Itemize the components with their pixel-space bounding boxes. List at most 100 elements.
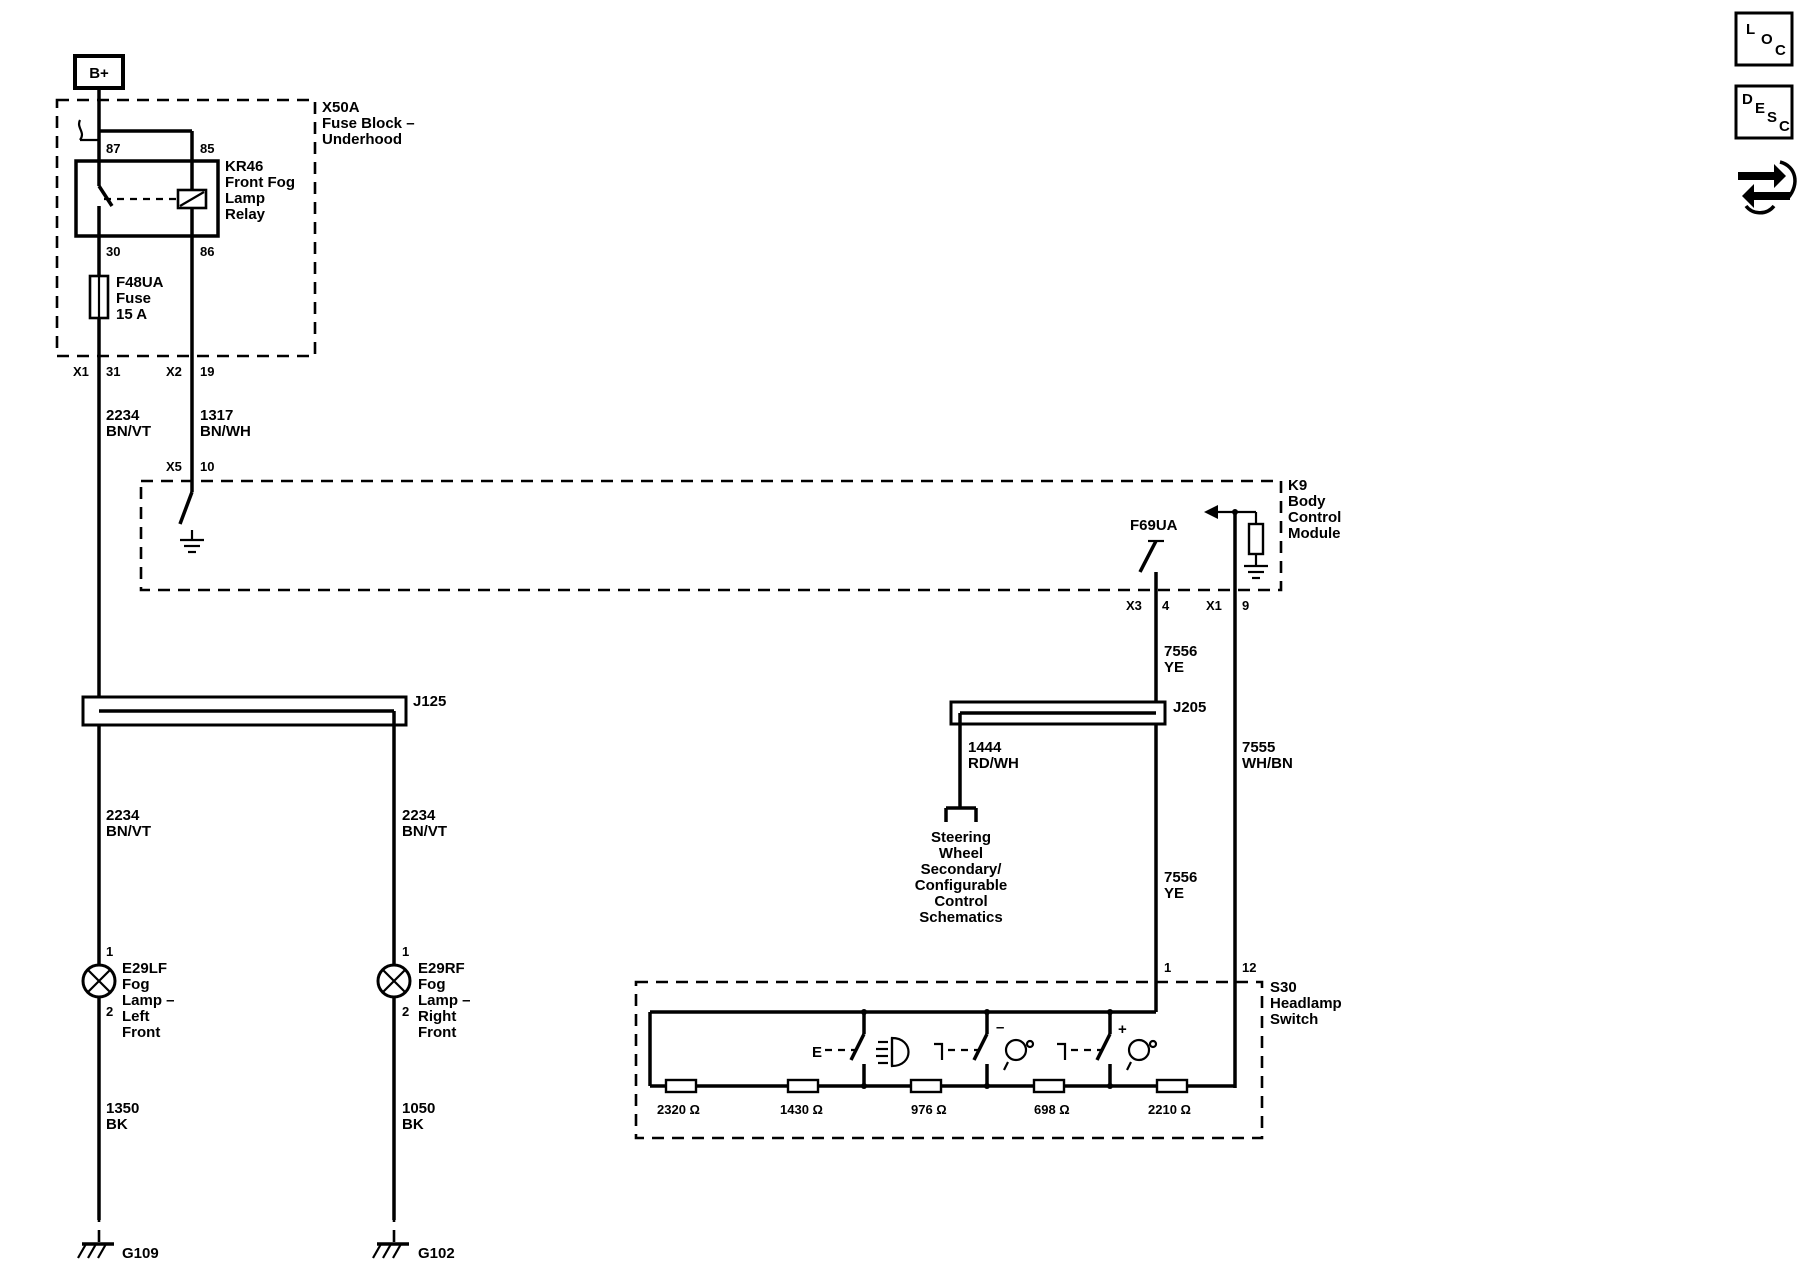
fuse-block-connector-label: X50A — [322, 99, 360, 116]
svg-text:C: C — [1775, 42, 1786, 59]
svg-text:C: C — [1779, 118, 1790, 135]
wire-1050-circuit: 1050 — [402, 1100, 435, 1117]
steering-wheel-reference: Steering Wheel Secondary/ Configurable C… — [915, 829, 1008, 926]
resistor-698 — [1032, 1078, 1066, 1094]
headlamp-switch-label-3: Switch — [1270, 1011, 1318, 1028]
relay-label-1: KR46 — [225, 158, 263, 175]
splice-j125 — [81, 695, 408, 1220]
fuse-block-title-2: Underhood — [322, 131, 402, 148]
wire-1350-circuit: 1350 — [106, 1100, 139, 1117]
bcm-x3: X3 — [1126, 598, 1142, 613]
bcm-x1-pin: 9 — [1242, 598, 1249, 613]
wire-7556-bottom-color: YE — [1164, 885, 1184, 902]
wire-1444-circuit: 1444 — [968, 739, 1002, 756]
lamp-right-label-4: Right — [418, 1008, 456, 1025]
wire-2234-left-color: BN/VT — [106, 823, 151, 840]
splice-j205-label: J205 — [1173, 699, 1206, 716]
relay-label-3: Lamp — [225, 190, 265, 207]
svg-text:L: L — [1746, 21, 1755, 38]
resistor-976-label: 976 Ω — [911, 1102, 947, 1117]
b-plus-power-source: B+ — [73, 54, 125, 90]
bcm-label-2: Body — [1288, 493, 1326, 510]
dimmer-minus-icon — [1004, 1038, 1028, 1062]
wire-7556-bottom-circuit: 7556 — [1164, 869, 1197, 886]
svg-text:E: E — [812, 1044, 822, 1061]
bcm-x5-pin: 10 — [200, 459, 214, 474]
dimmer-minus-switch — [934, 1009, 1035, 1089]
description-icon[interactable]: D E S C — [1734, 84, 1794, 140]
bcm-pullup-circuit — [1204, 505, 1268, 580]
wire-1444-color: RD/WH — [968, 755, 1019, 772]
wire-2234-right-color: BN/VT — [402, 823, 447, 840]
fog-lamp-symbol-icon — [890, 1036, 910, 1068]
dimmer-plus-icon — [1127, 1038, 1151, 1062]
wire-1050-color: BK — [402, 1116, 424, 1133]
dimmer-plus-sign: + — [1118, 1021, 1127, 1038]
wire-1317-color: BN/WH — [200, 423, 251, 440]
wire-1350-color: BK — [106, 1116, 128, 1133]
wire-2234-right-circuit: 2234 — [402, 807, 436, 824]
ground-g102-icon — [372, 1242, 409, 1259]
svg-text:Steering: Steering — [931, 829, 991, 846]
wire-7555-color: WH/BN — [1242, 755, 1293, 772]
fog-lamp-left-front — [81, 963, 117, 999]
svg-text:Configurable: Configurable — [915, 877, 1008, 894]
bcm-f69ua-switch — [1138, 539, 1164, 573]
relay-label-2: Front Fog — [225, 174, 295, 191]
fuse-block-x1-pin: 31 — [106, 364, 120, 379]
relay-pin-30: 30 — [106, 244, 120, 259]
resistor-2320 — [664, 1078, 698, 1094]
splice-j125-label: J125 — [413, 693, 446, 710]
lamp-left-pin2: 2 — [106, 1004, 113, 1019]
bcm-x3-pin: 4 — [1162, 598, 1170, 613]
svg-text:O: O — [1761, 31, 1773, 48]
fuse-block-x2-pin: 19 — [200, 364, 214, 379]
lamp-left-label-3: Lamp – — [122, 992, 175, 1009]
wire-7555-circuit: 7555 — [1242, 739, 1275, 756]
ground-g102-label: G102 — [418, 1245, 455, 1262]
lamp-right-label-2: Fog — [418, 976, 446, 993]
fuse-block-boundary — [55, 98, 317, 358]
lamp-left-label-2: Fog — [122, 976, 150, 993]
lamp-right-label-3: Lamp – — [418, 992, 471, 1009]
bcm-label-1: K9 — [1288, 477, 1307, 494]
lamp-left-label-5: Front — [122, 1024, 160, 1041]
fuse-label-2: Fuse — [116, 290, 151, 307]
bcm-label-4: Module — [1288, 525, 1341, 542]
lamp-right-label-5: Front — [418, 1024, 456, 1041]
headlamp-switch-boundary — [634, 980, 1264, 1140]
bcm-x5: X5 — [166, 459, 182, 474]
fog-lamp-switch: E — [812, 1009, 910, 1089]
svg-text:Wheel: Wheel — [939, 845, 983, 862]
svg-text:Schematics: Schematics — [919, 909, 1002, 926]
location-icon[interactable]: L O C — [1734, 11, 1794, 67]
headlamp-switch-label-2: Headlamp — [1270, 995, 1342, 1012]
front-fog-lamp-relay — [74, 129, 220, 238]
wire-2234-top-circuit: 2234 — [106, 407, 140, 424]
wire-1317-circuit: 1317 — [200, 407, 233, 424]
ground-g109-label: G109 — [122, 1245, 159, 1262]
relay-pin-85: 85 — [200, 141, 214, 156]
dimmer-minus-sign: – — [996, 1019, 1004, 1036]
fuse-label-3: 15 A — [116, 306, 147, 323]
body-control-module-boundary — [139, 479, 1283, 592]
svg-text:S: S — [1767, 109, 1777, 126]
bcm-label-3: Control — [1288, 509, 1341, 526]
fuse-block-x2: X2 — [166, 364, 182, 379]
svg-text:Control: Control — [934, 893, 987, 910]
bus-bar-symbol — [77, 119, 84, 141]
lamp-right-label-1: E29RF — [418, 960, 465, 977]
relay-pin-87: 87 — [106, 141, 120, 156]
switch-pin-1: 1 — [1164, 960, 1171, 975]
switch-pin-12: 12 — [1242, 960, 1256, 975]
lamp-right-pin2: 2 — [402, 1004, 409, 1019]
dimmer-plus-switch — [1057, 1009, 1158, 1089]
signal-arrow-icon — [1204, 505, 1218, 519]
ground-g109-icon — [77, 1242, 114, 1259]
lamp-left-pin1: 1 — [106, 944, 113, 959]
fuse-block-title-1: Fuse Block – — [322, 115, 415, 132]
resistor-2210-label: 2210 Ω — [1148, 1102, 1191, 1117]
svg-text:D: D — [1742, 91, 1753, 108]
headlamp-switch-label-1: S30 — [1270, 979, 1297, 996]
connector-icon[interactable] — [1738, 160, 1797, 215]
